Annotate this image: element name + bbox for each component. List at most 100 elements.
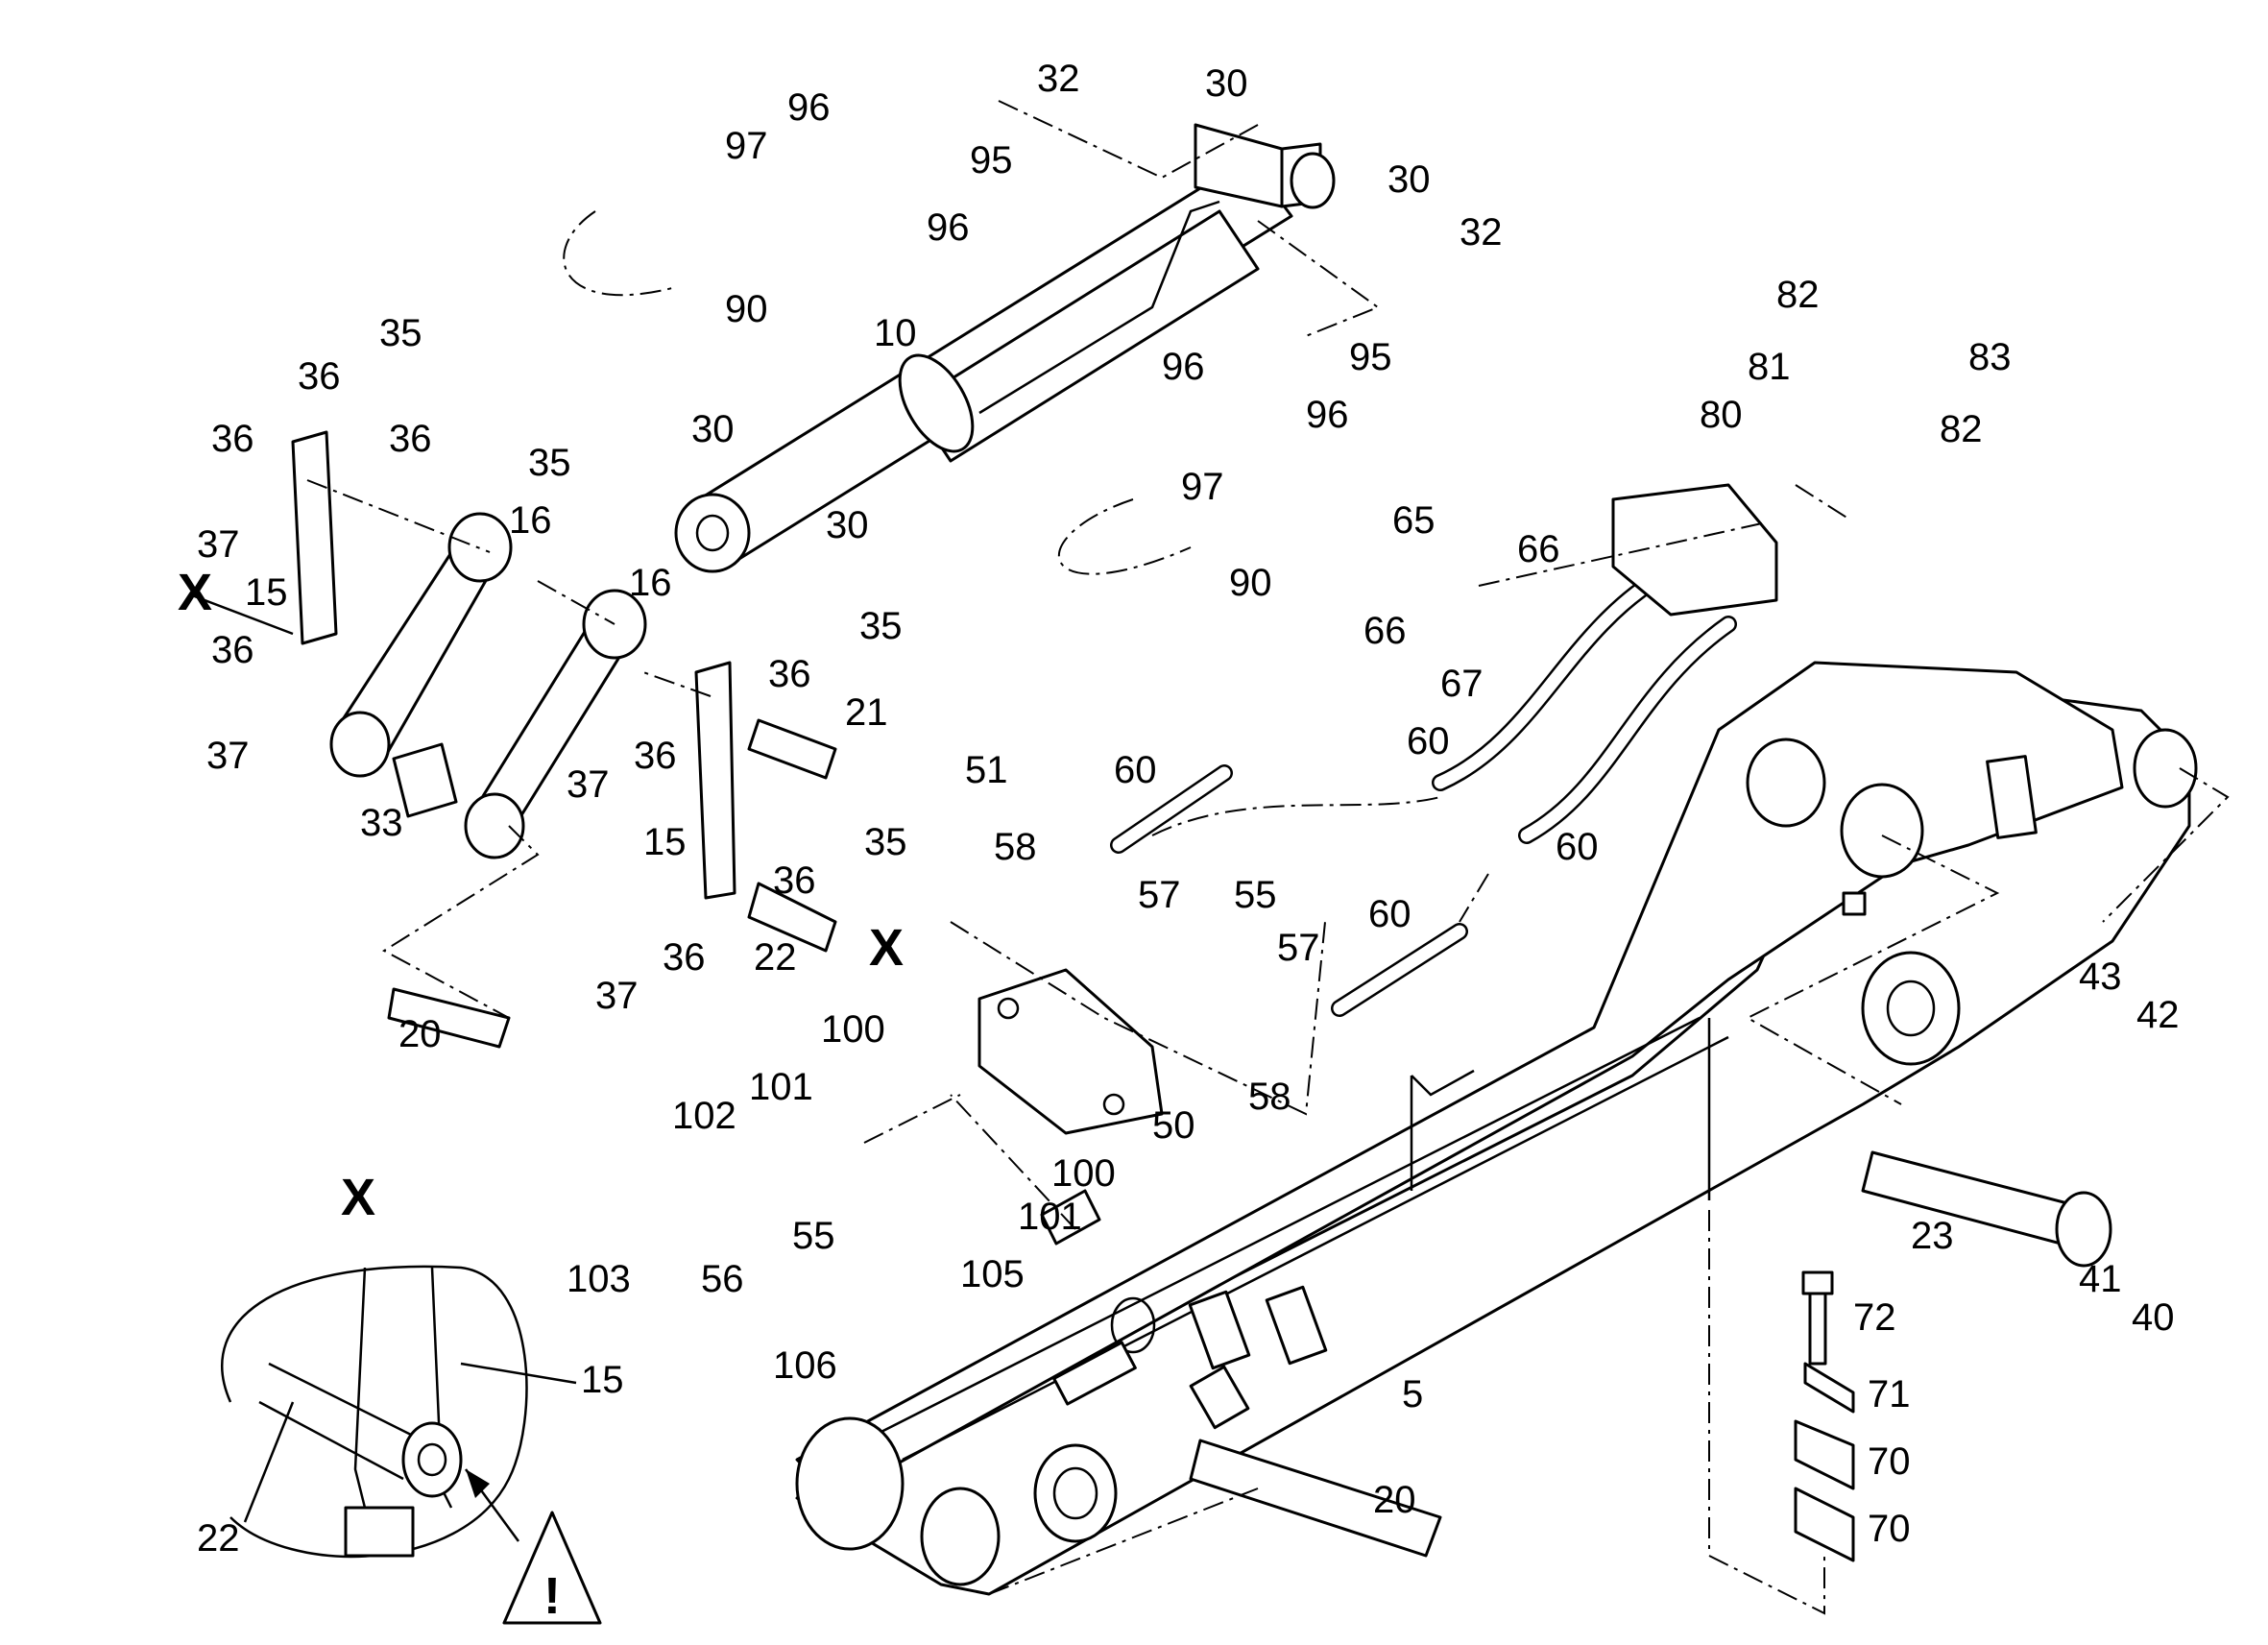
part-label: 23 <box>1911 1215 1954 1257</box>
part-label: 96 <box>927 206 970 249</box>
part-label: 90 <box>1229 562 1272 604</box>
part-label: 37 <box>206 735 250 777</box>
part-label: 96 <box>1306 394 1349 436</box>
part-label: 16 <box>629 562 672 604</box>
part-label: 35 <box>864 821 907 863</box>
part-label: 105 <box>960 1253 1025 1295</box>
part-label: 102 <box>672 1095 736 1137</box>
part-label: 41 <box>2079 1258 2122 1300</box>
part-label: 15 <box>643 821 687 863</box>
part-label: 36 <box>634 735 677 777</box>
part-label: 16 <box>509 499 552 542</box>
part-label: 60 <box>1556 826 1599 868</box>
part-label: 57 <box>1138 874 1181 916</box>
part-label: 32 <box>1037 58 1080 100</box>
warning-symbol: ! <box>543 1567 561 1625</box>
part-label: 22 <box>197 1517 240 1560</box>
part-labels: 32 30 96 97 95 96 30 32 90 10 96 95 96 9… <box>197 58 2180 1560</box>
part-label: 66 <box>1517 528 1560 570</box>
part-label: 96 <box>787 86 831 129</box>
hydraulic-cylinder <box>674 123 1336 573</box>
part-label: 30 <box>691 408 735 450</box>
part-label: 33 <box>360 802 403 844</box>
part-label: 36 <box>663 936 706 979</box>
part-label: 40 <box>2132 1296 2175 1339</box>
part-label: 50 <box>1152 1104 1195 1147</box>
boom <box>795 661 2198 1596</box>
assembly-lines <box>306 100 2230 1615</box>
part-label: 101 <box>749 1066 813 1108</box>
part-label: 30 <box>826 504 869 546</box>
hoses <box>1110 483 1778 1017</box>
part-label: 21 <box>845 691 888 734</box>
part-label: 71 <box>1868 1373 1911 1415</box>
part-label: 67 <box>1440 663 1484 705</box>
part-label: 20 <box>398 1013 442 1055</box>
part-label: 36 <box>298 355 341 398</box>
part-label: 36 <box>211 418 254 460</box>
part-label: 20 <box>1373 1479 1416 1521</box>
part-label: 90 <box>725 288 768 330</box>
part-label: 96 <box>1162 346 1205 388</box>
part-label: 60 <box>1368 893 1411 935</box>
part-label: 97 <box>725 125 768 167</box>
warning-icon: ! <box>502 1511 602 1625</box>
part-label: 15 <box>581 1359 624 1401</box>
valve-block <box>977 968 1164 1135</box>
part-label: 36 <box>389 418 432 460</box>
part-label: 82 <box>1776 274 1820 316</box>
part-label: 35 <box>528 442 571 484</box>
part-label: 103 <box>567 1258 631 1300</box>
part-label: 37 <box>567 763 610 806</box>
part-label: 36 <box>768 653 811 695</box>
part-label: 82 <box>1940 408 1983 450</box>
part-label: 10 <box>874 312 917 354</box>
part-label: 72 <box>1853 1296 1896 1339</box>
part-label: 58 <box>1248 1076 1291 1118</box>
part-label: 60 <box>1407 720 1450 762</box>
part-label: 95 <box>970 139 1013 181</box>
part-label: 101 <box>1018 1196 1082 1238</box>
part-label: 5 <box>1402 1373 1423 1415</box>
part-label: 95 <box>1349 336 1392 378</box>
part-label: 55 <box>1234 874 1277 916</box>
part-label: 51 <box>965 749 1008 791</box>
part-label: 83 <box>1968 336 2012 378</box>
part-label: 35 <box>379 312 422 354</box>
part-label: 36 <box>773 859 816 902</box>
part-label: 106 <box>773 1344 837 1387</box>
part-label: 30 <box>1205 62 1248 105</box>
leader-lines <box>191 593 577 1523</box>
part-label: 57 <box>1277 927 1320 969</box>
part-label: 55 <box>792 1215 835 1257</box>
part-label: 37 <box>595 975 639 1017</box>
part-label: 66 <box>1363 610 1407 652</box>
part-label: 60 <box>1114 749 1157 791</box>
part-label: 70 <box>1868 1440 1911 1483</box>
part-label: 42 <box>2136 994 2180 1036</box>
links <box>291 430 837 1049</box>
fittings <box>1040 1150 2112 1562</box>
part-label: 65 <box>1392 499 1436 542</box>
marker-x-3: X <box>341 1169 375 1226</box>
part-label: 37 <box>197 523 240 566</box>
part-label: 80 <box>1700 394 1743 436</box>
part-label: 35 <box>859 605 903 647</box>
marker-x-2: X <box>869 919 904 977</box>
part-label: 30 <box>1387 158 1431 201</box>
part-label: 22 <box>754 936 797 979</box>
part-label: 97 <box>1181 466 1224 508</box>
part-label: 56 <box>701 1258 744 1300</box>
part-label: 58 <box>994 826 1037 868</box>
part-label: 15 <box>245 571 288 614</box>
part-label: 70 <box>1868 1508 1911 1550</box>
part-label: 43 <box>2079 956 2122 998</box>
part-label: 36 <box>211 629 254 671</box>
marker-x-1: X <box>178 564 212 621</box>
part-label: 100 <box>821 1008 885 1051</box>
part-label: 81 <box>1748 346 1791 388</box>
detail-x <box>221 1265 528 1559</box>
part-label: 32 <box>1460 211 1503 254</box>
part-label: 100 <box>1051 1152 1116 1195</box>
